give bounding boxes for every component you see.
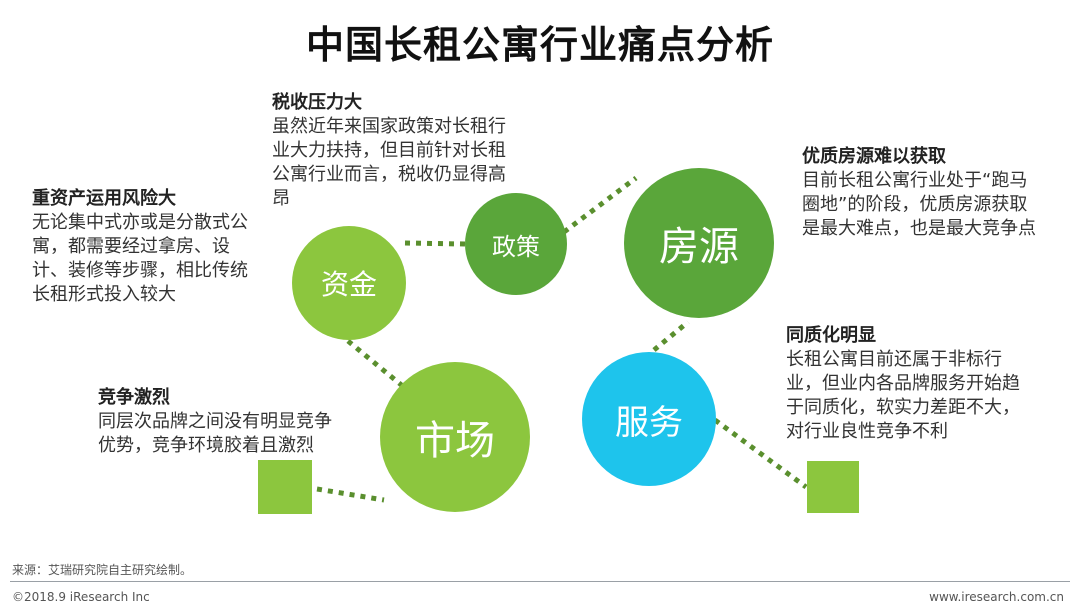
note-asset: 重资产运用风险大 无论集中式亦或是分散式公 寓，都需要经过拿房、设 计、装修等步… bbox=[32, 187, 248, 307]
note-line: 计、装修等步骤，相比传统 bbox=[32, 260, 248, 281]
note-line: 公寓行业而言，税收仍显得高 bbox=[272, 164, 506, 185]
node-shichang-label: 市场 bbox=[415, 418, 495, 464]
dotted-connector bbox=[404, 240, 466, 247]
node-shichang: 市场 bbox=[380, 362, 530, 512]
note-tax-heading: 税收压力大 bbox=[272, 92, 362, 113]
node-zijin: 资金 bbox=[292, 226, 406, 340]
note-compete: 竞争激烈 同层次品牌之间没有明显竞争 优势，竞争环境胶着且激烈 bbox=[98, 386, 332, 458]
note-tax: 税收压力大 虽然近年来国家政策对长租行 业大力扶持，但目前针对长租 公寓行业而言… bbox=[272, 91, 506, 211]
note-line: 是最大难点，也是最大竞争点 bbox=[802, 218, 1036, 239]
note-line: 虽然近年来国家政策对长租行 bbox=[272, 116, 506, 137]
footer-divider bbox=[10, 581, 1070, 582]
note-compete-heading: 竞争激烈 bbox=[98, 387, 170, 408]
note-line: 目前长租公寓行业处于“跑马 bbox=[802, 170, 1028, 191]
dotted-connector bbox=[346, 339, 407, 390]
note-line: 长租形式投入较大 bbox=[32, 284, 176, 305]
note-line: 同层次品牌之间没有明显竞争 bbox=[98, 411, 332, 432]
note-line: 无论集中式亦或是分散式公 bbox=[32, 212, 248, 233]
note-homog-heading: 同质化明显 bbox=[786, 325, 876, 346]
node-zijin-label: 资金 bbox=[320, 268, 377, 301]
dotted-connector bbox=[713, 417, 808, 490]
node-zhengce: 政策 bbox=[465, 193, 567, 295]
square-marker-right bbox=[807, 461, 859, 513]
dotted-connector bbox=[652, 320, 690, 352]
node-fuwu-label: 服务 bbox=[615, 402, 683, 443]
copyright: ©2018.9 iResearch Inc bbox=[12, 590, 150, 604]
source-note: 来源：艾瑞研究院自主研究绘制。 bbox=[12, 563, 193, 577]
note-line: 昂 bbox=[272, 188, 290, 209]
square-marker-left bbox=[258, 460, 312, 514]
dotted-connector bbox=[562, 176, 638, 234]
note-housing: 优质房源难以获取 目前长租公寓行业处于“跑马 圈地”的阶段，优质房源获取 是最大… bbox=[802, 145, 1036, 241]
note-asset-heading: 重资产运用风险大 bbox=[32, 188, 176, 209]
website: www.iresearch.com.cn bbox=[929, 590, 1064, 604]
note-line: 长租公寓目前还属于非标行 bbox=[786, 349, 1002, 370]
node-fangyuan-label: 房源 bbox=[659, 224, 739, 270]
note-homog: 同质化明显 长租公寓目前还属于非标行 业，但业内各品牌服务开始趋 于同质化，软实… bbox=[786, 324, 1020, 444]
node-fuwu: 服务 bbox=[582, 352, 716, 486]
note-line: 业大力扶持，但目前针对长租 bbox=[272, 140, 506, 161]
note-line: 寓，都需要经过拿房、设 bbox=[32, 236, 230, 257]
note-housing-heading: 优质房源难以获取 bbox=[802, 146, 946, 167]
note-line: 对行业良性竞争不利 bbox=[786, 421, 948, 442]
note-line: 优势，竞争环境胶着且激烈 bbox=[98, 435, 314, 456]
note-line: 于同质化，软实力差距不大， bbox=[786, 397, 1020, 418]
page-title: 中国长租公寓行业痛点分析 bbox=[305, 23, 774, 67]
node-zhengce-label: 政策 bbox=[492, 232, 540, 261]
note-line: 圈地”的阶段，优质房源获取 bbox=[802, 194, 1028, 215]
dotted-connector bbox=[316, 486, 385, 503]
node-fangyuan: 房源 bbox=[624, 168, 774, 318]
note-line: 业，但业内各品牌服务开始趋 bbox=[786, 373, 1020, 394]
